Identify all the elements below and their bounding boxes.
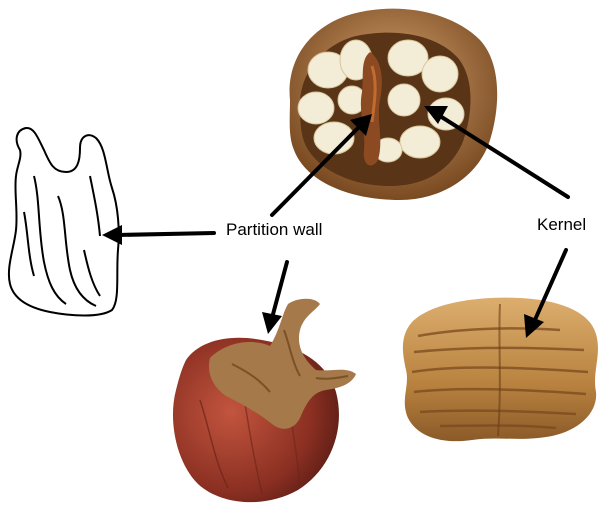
- pecan-cross-section-icon: [290, 9, 498, 200]
- pecan-shell-icon: [173, 299, 356, 502]
- arrow-to-sketch: [102, 225, 214, 245]
- partition-wall-sketch-icon: [9, 128, 119, 316]
- kernel-label: Kernel: [537, 215, 586, 235]
- partition-wall-label: Partition wall: [226, 220, 322, 240]
- pecan-kernel-icon: [403, 298, 598, 442]
